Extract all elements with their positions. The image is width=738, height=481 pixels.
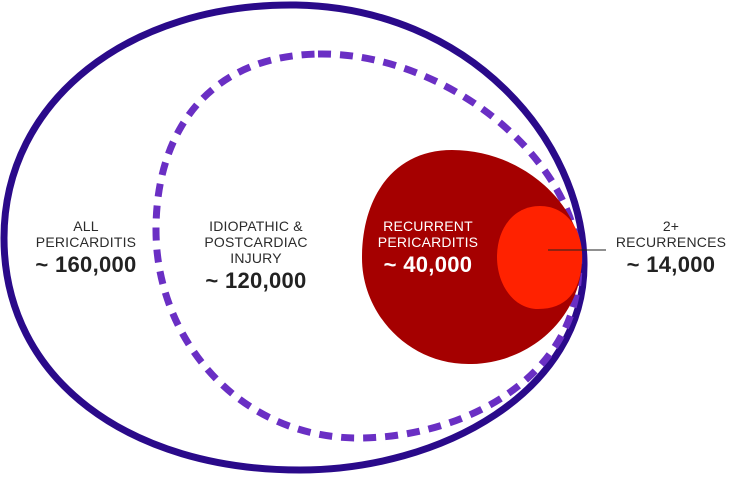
idiopathic-postcardiac-ring xyxy=(152,50,583,442)
all-pericarditis-value: ~ 160,000 xyxy=(35,252,137,278)
all-pericarditis-ring xyxy=(0,1,588,474)
two-plus-label: 2+ RECURRENCES ~ 14,000 xyxy=(610,218,732,277)
all-caption-line2: PERICARDITIS xyxy=(35,234,137,251)
two-plus-recurrences-blob xyxy=(497,206,583,309)
recurrent-caption: RECURRENT PERICARDITIS xyxy=(366,218,490,250)
all-pericarditis-caption: ALL PERICARDITIS xyxy=(16,218,156,250)
two-plus-caption-line2: RECURRENCES xyxy=(615,234,727,251)
two-plus-value: ~ 14,000 xyxy=(626,252,716,278)
idiopathic-caption-line1: IDIOPATHIC & xyxy=(209,218,303,234)
recurrent-label: RECURRENT PERICARDITIS ~ 40,000 xyxy=(366,218,490,277)
idiopathic-label: IDIOPATHIC & POSTCARDIAC INJURY ~ 120,00… xyxy=(178,218,334,294)
idiopathic-caption-line2: POSTCARDIAC INJURY xyxy=(204,234,308,267)
idiopathic-value: ~ 120,000 xyxy=(205,268,307,294)
two-plus-caption: 2+ RECURRENCES xyxy=(610,218,732,250)
all-pericarditis-label: ALL PERICARDITIS ~ 160,000 xyxy=(16,218,156,277)
recurrent-value: ~ 40,000 xyxy=(383,252,473,278)
idiopathic-caption: IDIOPATHIC & POSTCARDIAC INJURY xyxy=(178,218,334,266)
two-plus-caption-line1: 2+ xyxy=(662,218,680,234)
recurrent-pericarditis-blob xyxy=(362,150,582,365)
recurrent-caption-line1: RECURRENT xyxy=(383,218,473,234)
all-caption-line1: ALL xyxy=(73,218,99,234)
recurrent-caption-line2: PERICARDITIS xyxy=(377,234,479,251)
